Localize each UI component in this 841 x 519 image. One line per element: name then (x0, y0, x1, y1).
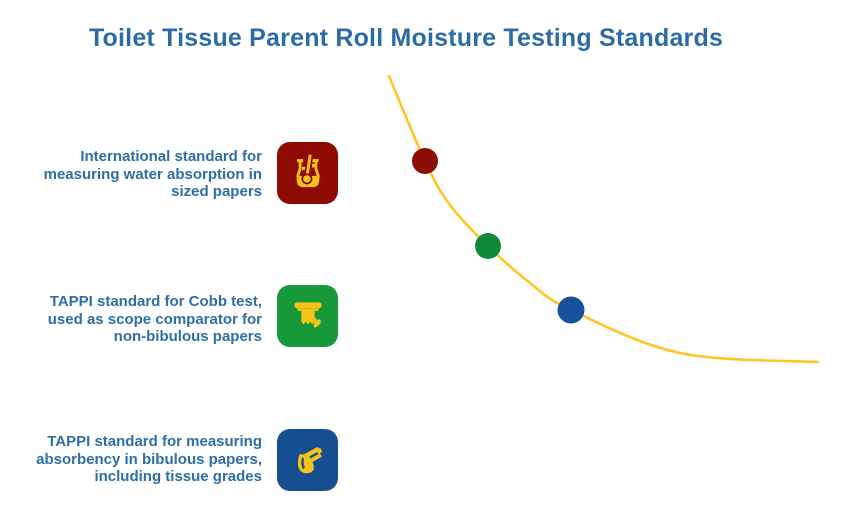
page-title: Toilet Tissue Parent Roll Moisture Testi… (88, 24, 724, 52)
beaker-thermometer-icon (277, 142, 338, 204)
beaker-thermometer-glyph (295, 154, 320, 188)
standard-description-1: International standard for measuring wat… (43, 148, 262, 201)
standard-description-3: TAPPI standard for measuring absorbency … (36, 433, 262, 486)
standard-description-2: TAPPI standard for Cobb test, used as sc… (47, 293, 262, 346)
curve-marker-red (412, 148, 438, 174)
paper-dispenser-glyph (293, 302, 322, 328)
hand-wipe-glyph (297, 446, 322, 474)
hand-wipe-icon (277, 429, 338, 491)
decay-curve-line (387, 74, 820, 364)
curve-markers-group (412, 148, 585, 324)
curve-marker-blue (557, 296, 585, 324)
paper-dispenser-icon (277, 285, 338, 347)
curve-marker-green (475, 233, 501, 259)
